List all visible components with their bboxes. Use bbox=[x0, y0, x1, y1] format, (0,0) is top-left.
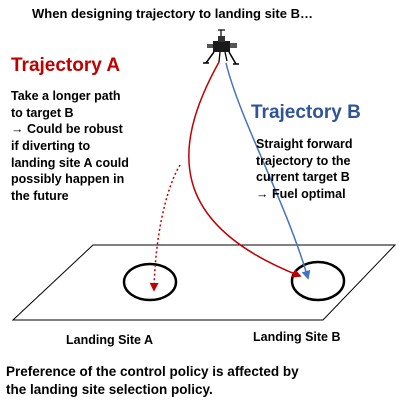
trajectory-b-path bbox=[225, 62, 311, 280]
trajectory-a-line: the future bbox=[11, 188, 69, 203]
trajectory-a-line: landing site A could bbox=[11, 155, 129, 170]
landing-site-a-marker bbox=[122, 262, 178, 302]
trajectory-a-line: → Could be robust bbox=[11, 122, 123, 137]
trajectory-a-line: possibly happen in bbox=[11, 172, 125, 187]
landing-site-b-marker bbox=[290, 260, 346, 302]
landing-site-a-label: Landing Site A bbox=[66, 333, 154, 347]
trajectory-a-line: to target B bbox=[11, 105, 74, 120]
landing-site-b-label: Landing Site B bbox=[253, 330, 341, 344]
caption: Preference of the control policy is affe… bbox=[6, 363, 299, 398]
caption-line: Preference of the control policy is affe… bbox=[6, 364, 299, 379]
trajectory-a-divert-path bbox=[149, 164, 181, 292]
trajectory-b-description: Straight forward trajectory to the curre… bbox=[256, 136, 353, 203]
trajectory-a-line: if diverting to bbox=[11, 138, 91, 153]
trajectory-a-heading: Trajectory A bbox=[11, 55, 121, 76]
trajectory-b-line: Straight forward bbox=[256, 137, 353, 151]
trajectory-b-line: → Fuel optimal bbox=[256, 186, 346, 201]
trajectory-a-path bbox=[188, 61, 302, 278]
caption-line: the landing site selection policy. bbox=[6, 381, 213, 397]
trajectory-a-line: Take a longer path bbox=[11, 89, 121, 103]
trajectory-b-heading: Trajectory B bbox=[251, 102, 361, 123]
lander-icon bbox=[203, 29, 239, 65]
diagram-title: When designing trajectory to landing sit… bbox=[32, 6, 313, 21]
trajectory-b-line: trajectory to the bbox=[256, 153, 351, 168]
trajectory-a-description: Take a longer path to target B → Could b… bbox=[11, 88, 129, 204]
trajectory-b-line: current target B bbox=[256, 170, 350, 185]
ground-plane bbox=[11, 244, 397, 321]
